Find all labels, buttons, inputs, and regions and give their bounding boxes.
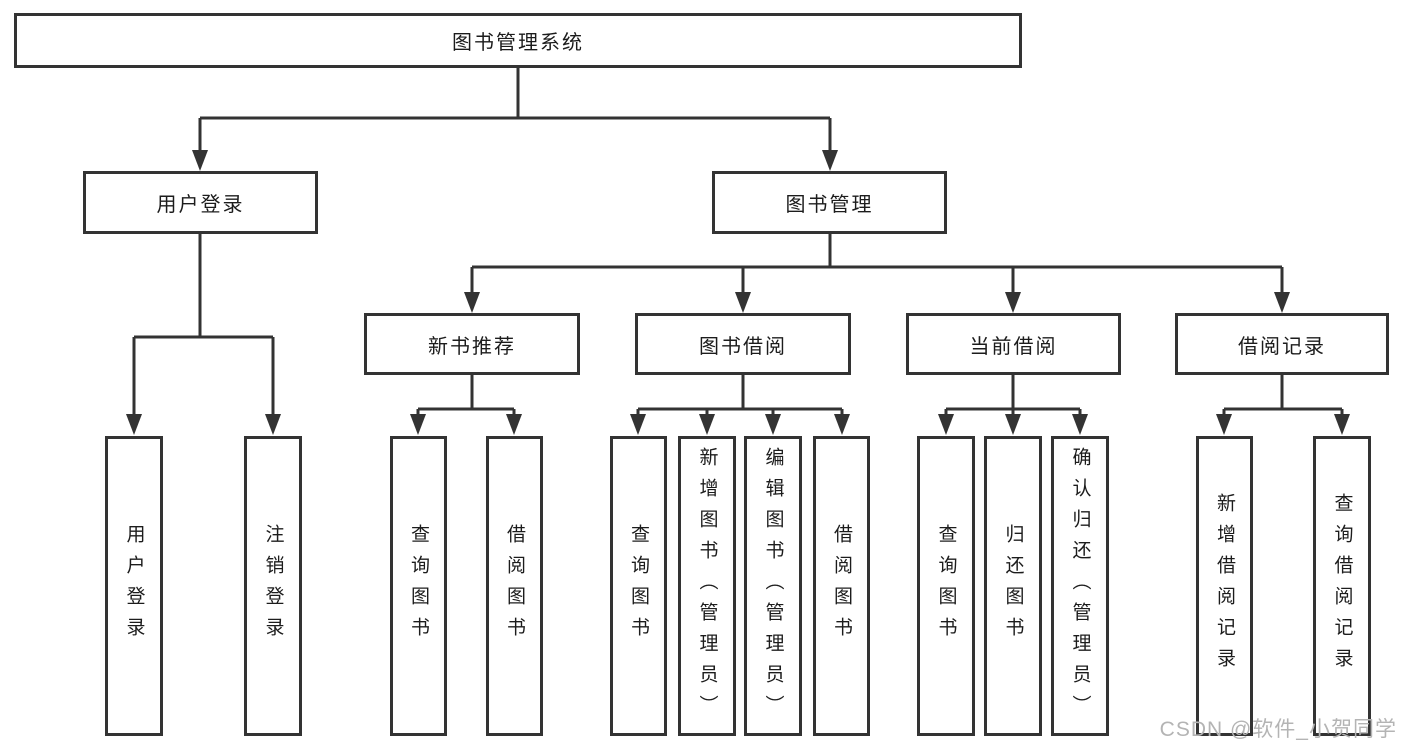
node-user-login: 用户登录 — [83, 171, 318, 234]
node-book-borrowing: 图书借阅 — [635, 313, 851, 375]
leaf-recommend-query-books: 查询图书 — [390, 436, 447, 736]
leaf-borrowing-borrow-books: 借阅图书 — [813, 436, 870, 736]
csdn-watermark: CSDN @软件_小贺同学 — [1159, 718, 1397, 741]
leaf-borrowing-edit-books-admin: 编辑图书（管理员） — [744, 436, 802, 736]
node-current-borrowing: 当前借阅 — [906, 313, 1121, 375]
leaf-current-return-books: 归还图书 — [984, 436, 1042, 736]
leaf-current-query-books: 查询图书 — [917, 436, 975, 736]
leaf-logout: 注销登录 — [244, 436, 302, 736]
node-root: 图书管理系统 — [14, 13, 1022, 68]
leaf-current-confirm-return-admin: 确认归还（管理员） — [1051, 436, 1109, 736]
node-new-book-recommend: 新书推荐 — [364, 313, 580, 375]
leaf-recommend-borrow-books: 借阅图书 — [486, 436, 543, 736]
leaf-records-query-record: 查询借阅记录 — [1313, 436, 1371, 736]
node-book-management: 图书管理 — [712, 171, 947, 234]
leaf-borrowing-query-books: 查询图书 — [610, 436, 667, 736]
leaf-user-login: 用户登录 — [105, 436, 163, 736]
leaf-borrowing-add-books-admin: 新增图书（管理员） — [678, 436, 736, 736]
node-borrow-records: 借阅记录 — [1175, 313, 1389, 375]
leaf-records-add-record: 新增借阅记录 — [1196, 436, 1253, 736]
